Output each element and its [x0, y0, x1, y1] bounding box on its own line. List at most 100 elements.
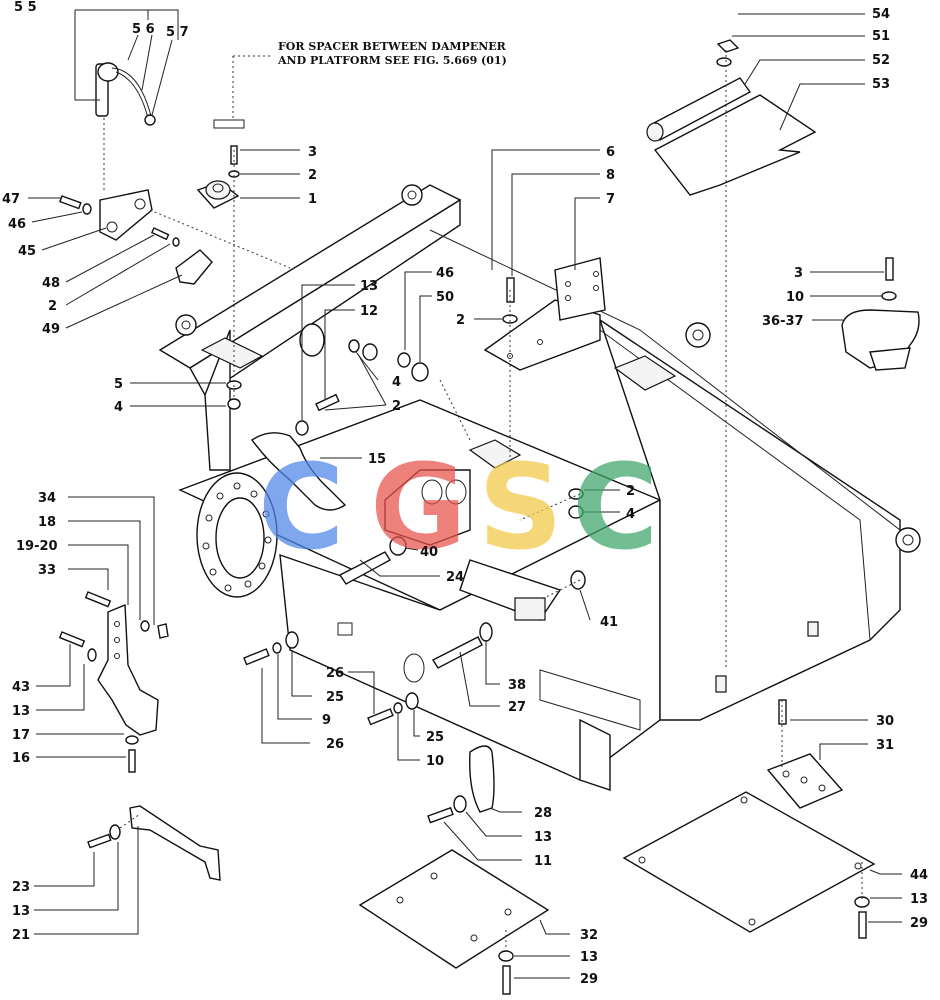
label-3a: 3 — [308, 145, 317, 160]
label-31: 31 — [876, 738, 894, 753]
label-29a: 29 — [580, 972, 598, 987]
label-56: 5 6 — [132, 22, 155, 37]
label-13a: 13 — [360, 279, 378, 294]
bolt-26a — [243, 648, 270, 666]
spring-a — [807, 621, 819, 637]
leader-lines — [28, 9, 902, 979]
mount-bracket-7 — [483, 257, 606, 371]
label-30: 30 — [876, 714, 894, 729]
label-44: 44 — [910, 868, 928, 883]
note-line-2: AND PLATFORM SEE FIG. 5.669 (01) — [277, 54, 507, 67]
toothed-bracket-21 — [129, 805, 221, 881]
watermark-letter-c1: C — [258, 438, 345, 576]
bracket-45 — [99, 189, 153, 241]
label-2e: 2 — [626, 484, 635, 499]
label-6: 6 — [606, 145, 615, 160]
center-bracket-40 — [384, 469, 471, 546]
watermark-letter-c2: C — [572, 438, 659, 576]
cover-53 — [653, 94, 817, 196]
bolt-26b — [367, 708, 394, 726]
callout-labels: 5 5 5 6 5 7 54 51 52 53 3 2 1 47 46 45 4… — [2, 0, 928, 987]
label-28: 28 — [534, 806, 552, 821]
washer-10a — [881, 291, 897, 301]
bracket-36-37 — [841, 309, 920, 371]
alignment-lines — [103, 50, 863, 952]
label-53: 53 — [872, 77, 890, 92]
bolt-11 — [427, 806, 454, 824]
label-54: 54 — [872, 7, 890, 22]
label-25a: 25 — [326, 690, 344, 705]
cap-50 — [411, 362, 429, 382]
nut-4c — [568, 505, 584, 519]
label-43: 43 — [12, 680, 30, 695]
washer-25a — [285, 631, 299, 649]
washer-51 — [716, 57, 732, 67]
bolt-29a — [502, 965, 511, 995]
washer-2d — [348, 339, 360, 353]
rubber-damper-1 — [196, 180, 240, 209]
label-47: 47 — [2, 192, 20, 207]
label-4a: 4 — [114, 400, 123, 415]
pin-24 — [338, 551, 391, 585]
label-13d: 13 — [12, 904, 30, 919]
washer-46a — [82, 203, 92, 215]
label-38: 38 — [508, 678, 526, 693]
label-13c: 13 — [534, 830, 552, 845]
plate-32 — [358, 849, 550, 969]
label-34: 34 — [38, 491, 56, 506]
washer-10b — [393, 702, 403, 714]
spacer-symbol — [213, 119, 245, 129]
label-24: 24 — [446, 570, 464, 585]
label-17: 17 — [12, 728, 30, 743]
label-4b: 4 — [392, 375, 401, 390]
frame-hub-bore — [215, 497, 265, 579]
hub-bolt-holes — [202, 482, 272, 592]
label-5: 5 — [114, 377, 123, 392]
label-9: 9 — [322, 713, 331, 728]
label-55: 5 5 — [14, 0, 37, 15]
label-3b: 3 — [794, 266, 803, 281]
label-10a: 10 — [786, 290, 804, 305]
label-27: 27 — [508, 700, 526, 715]
label-2c: 2 — [456, 313, 465, 328]
frame-end-bracket — [579, 718, 611, 791]
pad-center — [468, 439, 522, 469]
pad-right — [613, 355, 677, 391]
label-2d: 2 — [392, 399, 401, 414]
label-51: 51 — [872, 29, 890, 44]
label-48: 48 — [42, 276, 60, 291]
washer-2e — [568, 488, 584, 500]
washer-13a — [295, 420, 309, 436]
label-49: 49 — [42, 322, 60, 337]
label-36-37: 36-37 — [762, 314, 804, 329]
label-41: 41 — [600, 615, 618, 630]
washer-46b — [397, 352, 411, 368]
label-19-20: 19-20 — [16, 539, 58, 554]
label-7: 7 — [606, 192, 615, 207]
nut-34 — [157, 623, 169, 639]
note-line-1: FOR SPACER BETWEEN DAMPENER — [278, 40, 507, 53]
plate-44 — [622, 791, 876, 933]
label-15: 15 — [368, 452, 386, 467]
washer-38 — [479, 622, 493, 642]
label-12: 12 — [360, 304, 378, 319]
label-1: 1 — [308, 192, 317, 207]
watermark-letter-g: G — [370, 438, 467, 576]
bolt-43 — [58, 631, 86, 648]
bolt-33 — [84, 591, 112, 608]
bolt-16 — [128, 749, 136, 773]
washer-41 — [570, 570, 586, 590]
lever-15 — [251, 432, 347, 511]
rail-hole — [299, 323, 325, 357]
pad-left — [200, 337, 264, 369]
label-13b: 13 — [12, 704, 30, 719]
lifting-eyes — [175, 184, 921, 553]
nut-54 — [716, 39, 740, 53]
pin-with-chain — [95, 62, 156, 126]
washer-13c — [453, 795, 467, 813]
washer-2b — [172, 237, 180, 247]
washer-25b — [405, 692, 419, 710]
spring-b — [715, 675, 727, 693]
